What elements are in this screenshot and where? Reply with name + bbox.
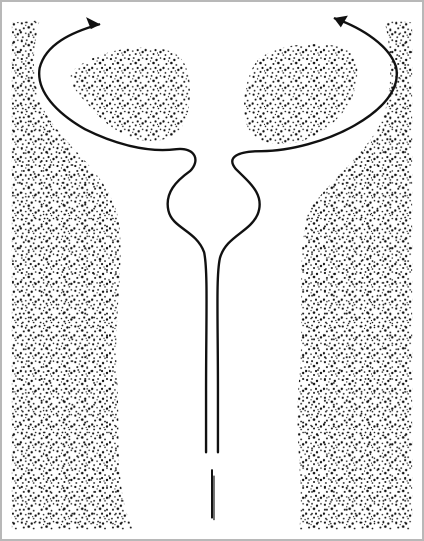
right-inner-block [244, 44, 357, 144]
left-inner-block [71, 47, 190, 141]
central-stalk [212, 470, 214, 520]
